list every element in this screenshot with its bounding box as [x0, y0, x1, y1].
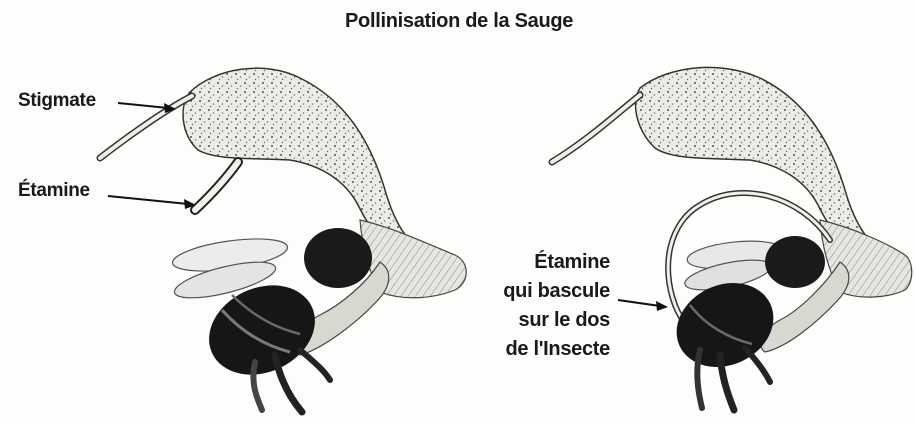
arrow-etamine — [108, 196, 196, 209]
label-line: qui bascule — [470, 277, 610, 306]
label-stigmate: Stigmate — [18, 90, 96, 112]
label-line: sur le dos — [470, 306, 610, 335]
right-bee-leg — [697, 350, 702, 408]
right-bee-abdomen — [663, 268, 787, 383]
label-etamine: Étamine — [18, 180, 90, 202]
arrow-stigmate — [118, 103, 176, 113]
left-bee-thorax — [304, 228, 372, 288]
arrow-bascule — [618, 300, 668, 311]
left-bee-leg — [275, 355, 302, 412]
right-bee-leg — [745, 348, 770, 382]
left-bee-leg — [300, 350, 330, 380]
label-line: Étamine — [470, 248, 610, 277]
label-etamine-bascule: Étamine qui bascule sur le dos de l'Inse… — [470, 248, 610, 364]
left-flower — [100, 68, 466, 412]
label-line: de l'Insecte — [470, 335, 610, 364]
right-bee-thorax — [765, 236, 825, 288]
